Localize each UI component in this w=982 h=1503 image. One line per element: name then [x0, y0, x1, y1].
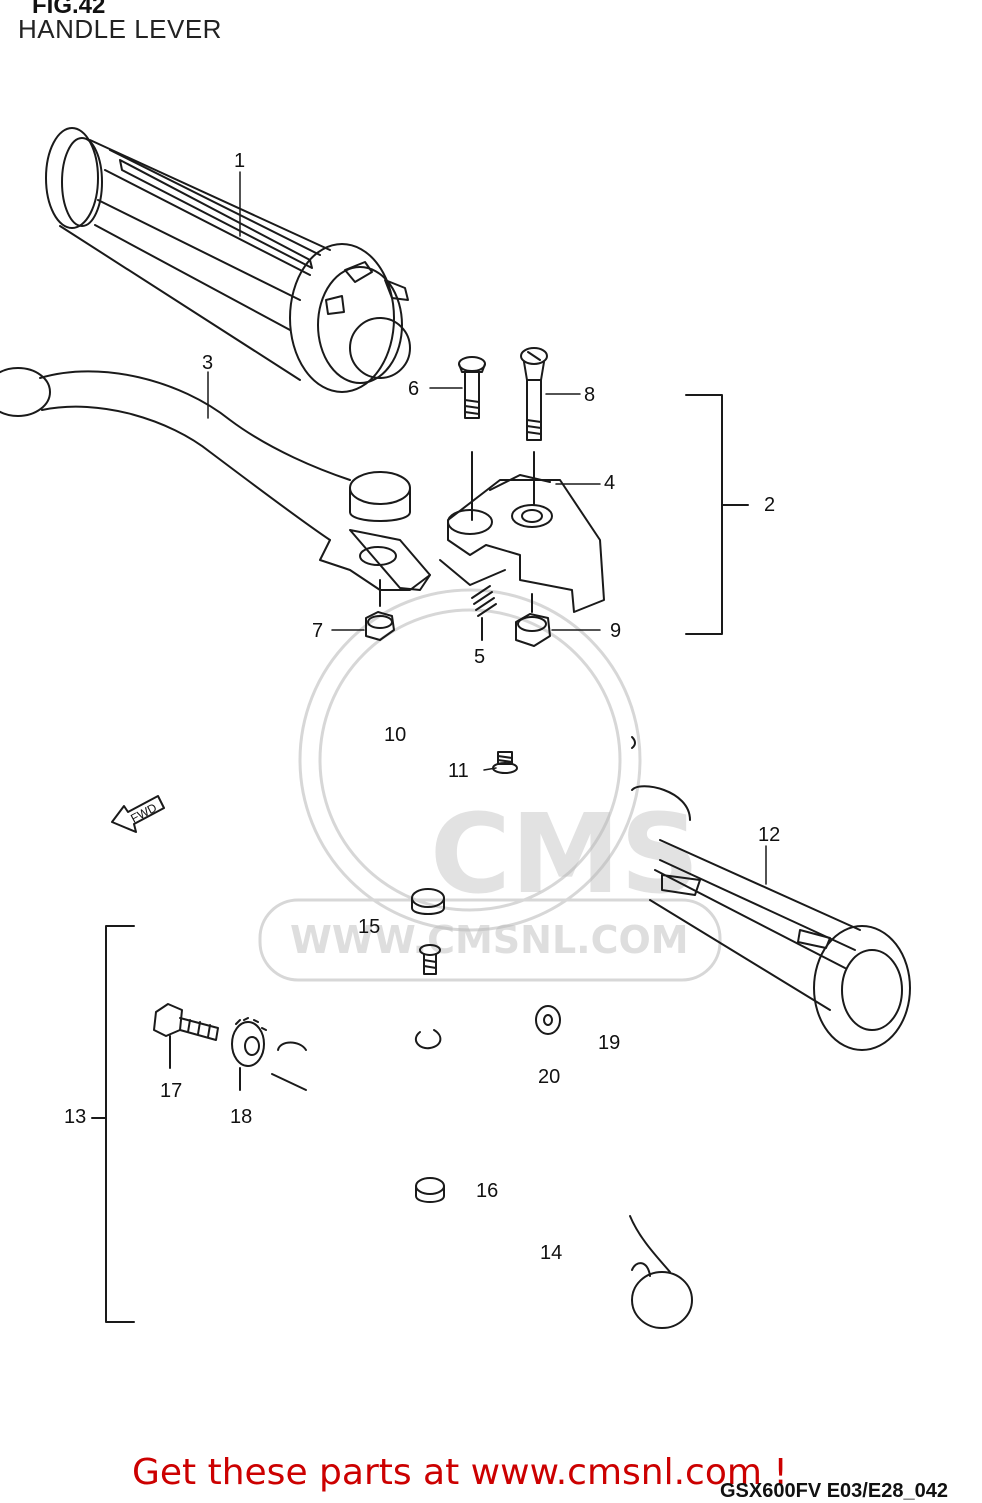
leader-lines	[207, 171, 767, 885]
callout-3: 3	[202, 352, 214, 374]
watermark-logo-text: CMS	[430, 790, 700, 918]
part-15-screw	[419, 944, 441, 975]
part-11-screw	[492, 751, 518, 774]
callout-4: 4	[604, 472, 616, 494]
part-18-knurled-nut	[231, 1017, 267, 1091]
callout-17: 17	[160, 1080, 183, 1102]
callout-12: 12	[758, 824, 781, 846]
figure-number: FIG.42	[32, 0, 106, 19]
callout-18: 18	[230, 1106, 253, 1128]
part-16-grommet	[415, 1177, 445, 1203]
part-19-washer	[535, 1005, 561, 1035]
part-15-cap	[411, 888, 445, 915]
callout-15: 15	[358, 916, 381, 938]
watermark-url-text: WWW.CMSNL.COM	[290, 918, 689, 962]
part-4-lever-holder	[439, 474, 605, 613]
callout-10: 10	[384, 724, 407, 746]
callout-14: 14	[540, 1242, 563, 1264]
part-1-left-grip	[45, 127, 411, 393]
callout-19: 19	[598, 1032, 621, 1054]
callout-11: 11	[448, 760, 469, 782]
callout-5: 5	[474, 646, 486, 668]
part-6-pivot-bolt	[458, 356, 486, 521]
part-13-lever-partial	[271, 1041, 693, 1329]
callout-6: 6	[408, 378, 420, 400]
callout-2: 2	[764, 494, 776, 516]
callout-16: 16	[476, 1180, 499, 1202]
callout-7: 7	[312, 620, 324, 642]
callout-9: 9	[610, 620, 622, 642]
footer-parts-link[interactable]: Get these parts at www.cmsnl.com !	[132, 1452, 788, 1493]
part-20-clip	[414, 1029, 442, 1050]
part-10-mark	[631, 736, 636, 749]
callout-13: 13	[64, 1106, 87, 1128]
part-12-right-grip	[631, 785, 911, 1051]
fwd-arrow	[111, 795, 165, 833]
part-8-screw	[520, 347, 548, 506]
figure-title: HANDLE LEVER	[18, 14, 222, 44]
callout-8: 8	[584, 384, 596, 406]
bracket-part-2	[685, 394, 749, 635]
watermark-mascot	[258, 588, 722, 982]
part-5-spring	[471, 585, 497, 641]
callout-20: 20	[538, 1066, 561, 1088]
part-17-adjuster	[153, 1003, 219, 1069]
bracket-part-13	[91, 925, 135, 1323]
model-code: GSX600FV E03/E28_042	[720, 1480, 948, 1502]
part-9-nut	[515, 593, 551, 647]
part-7-nut	[365, 579, 395, 641]
callout-1: 1	[234, 150, 246, 172]
part-3-lever	[0, 367, 431, 591]
